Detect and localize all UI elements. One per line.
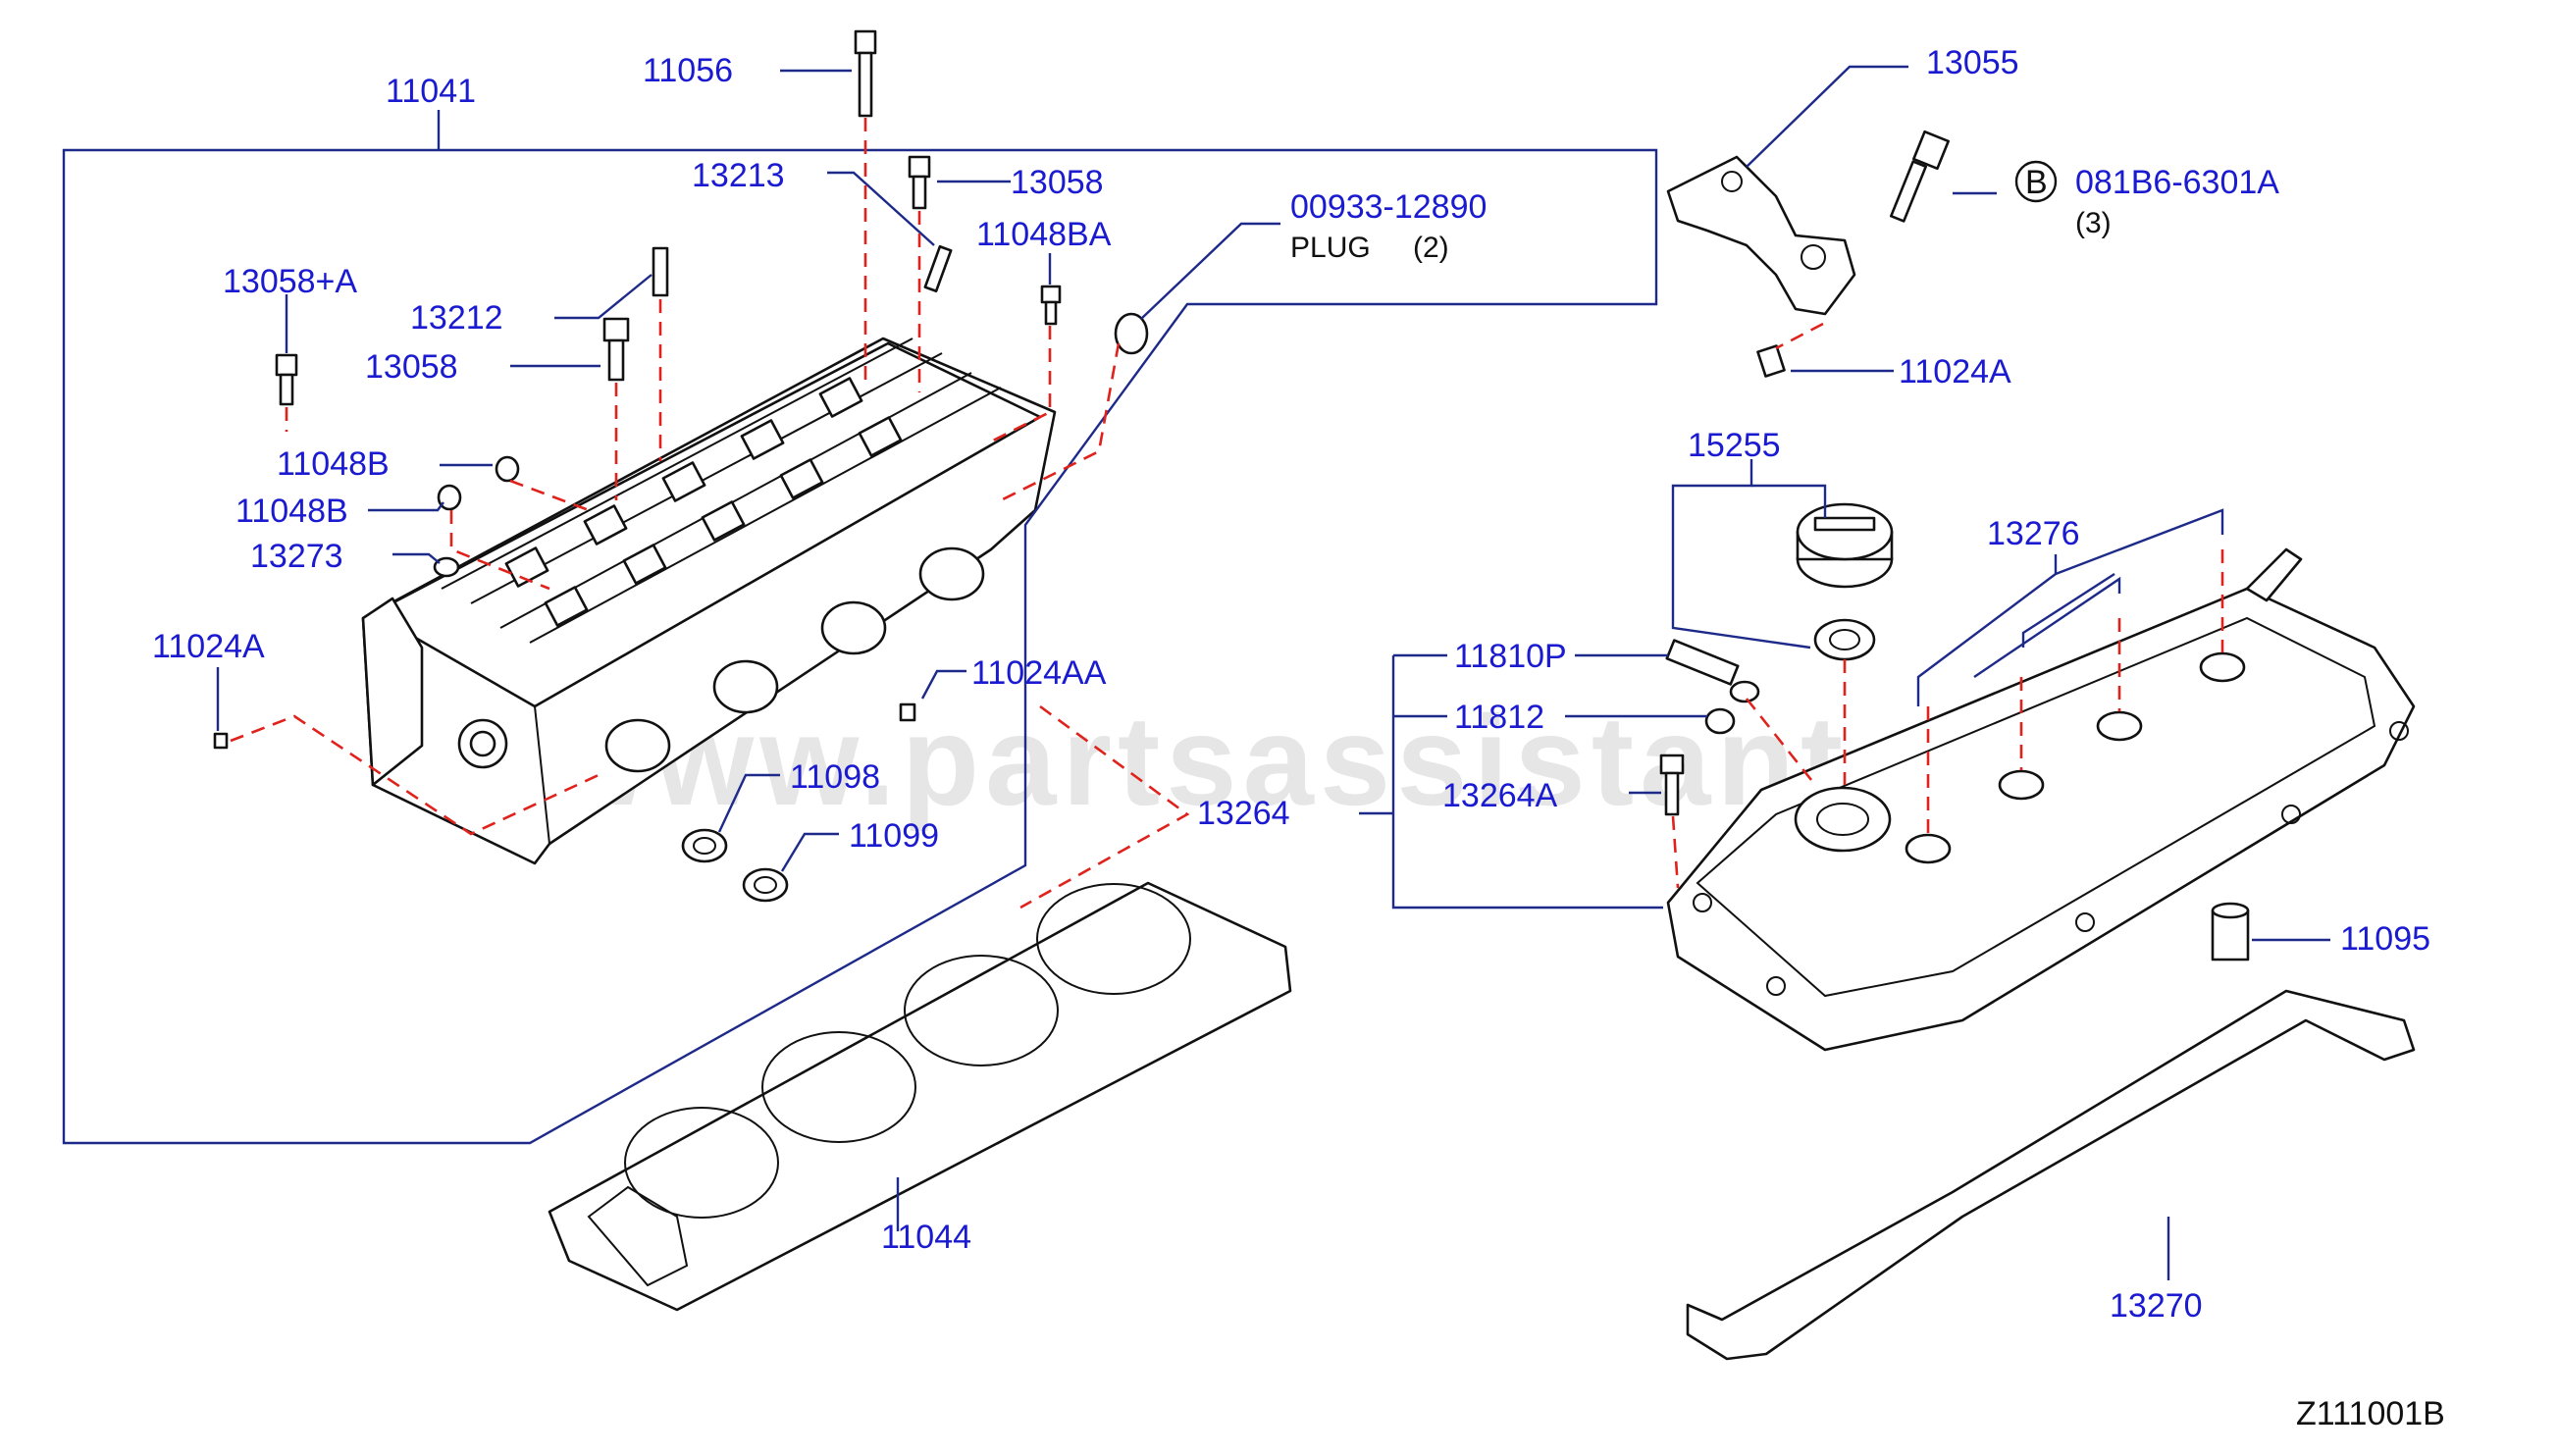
valve-cover-drawing (1666, 547, 2416, 1052)
label-00933-12890: 00933-12890 (1290, 188, 1487, 226)
label-11810p: 11810P (1454, 638, 1567, 675)
valve-cover-gasket-drawing (1686, 989, 2416, 1361)
label-11098: 11098 (790, 758, 880, 796)
leader-lines (62, 65, 2330, 1280)
label-11048b-1: 11048B (277, 445, 390, 483)
assembly-guides (230, 118, 2224, 910)
label-13055: 13055 (1926, 44, 2019, 81)
label-13270: 13270 (2110, 1287, 2203, 1325)
cylinder-head-drawing (361, 337, 1057, 865)
bracket-drawing (1666, 130, 1950, 378)
label-11048ba: 11048BA (976, 216, 1112, 253)
label-11041: 11041 (386, 73, 476, 110)
label-11812: 11812 (1454, 699, 1544, 736)
label-plug: PLUG (1290, 232, 1371, 264)
label-13264: 13264 (1197, 795, 1290, 832)
label-11024a-right: 11024A (1899, 353, 2011, 390)
label-11056: 11056 (643, 52, 733, 89)
label-13273: 13273 (250, 538, 343, 575)
label-081b6-6301a: 081B6-6301A (2075, 164, 2279, 201)
label-circle-b: B (2025, 164, 2048, 201)
label-bolt-qty: (3) (2075, 207, 2112, 239)
reference-circle-b (2014, 160, 2058, 203)
label-plug-qty: (2) (1413, 232, 1449, 264)
label-13058-a: 13058+A (223, 263, 357, 300)
label-11099: 11099 (849, 817, 939, 855)
oil-cap-drawing (1796, 502, 1894, 661)
head-gasket-drawing (548, 881, 1292, 1312)
seal-drawings (681, 828, 789, 903)
part-labels: 11041 11056 13213 13058 11048BA 00933-12… (152, 44, 2445, 1432)
label-11095: 11095 (2340, 920, 2430, 958)
label-11024aa: 11024AA (971, 654, 1107, 692)
drawing-code: Z111001B (2296, 1395, 2445, 1432)
pcv-valve-drawing (1659, 639, 2250, 962)
fastener-drawings (213, 29, 1149, 750)
label-13212: 13212 (410, 299, 503, 337)
label-11024a-left: 11024A (152, 628, 265, 665)
label-13058-left: 13058 (365, 348, 458, 386)
label-11048b-2: 11048B (235, 493, 348, 530)
label-11044: 11044 (881, 1219, 971, 1256)
label-13264a: 13264A (1442, 777, 1558, 814)
label-13058-top: 13058 (1011, 164, 1104, 201)
label-13276: 13276 (1987, 515, 2080, 552)
label-13213: 13213 (692, 157, 785, 194)
label-15255: 15255 (1688, 427, 1781, 464)
